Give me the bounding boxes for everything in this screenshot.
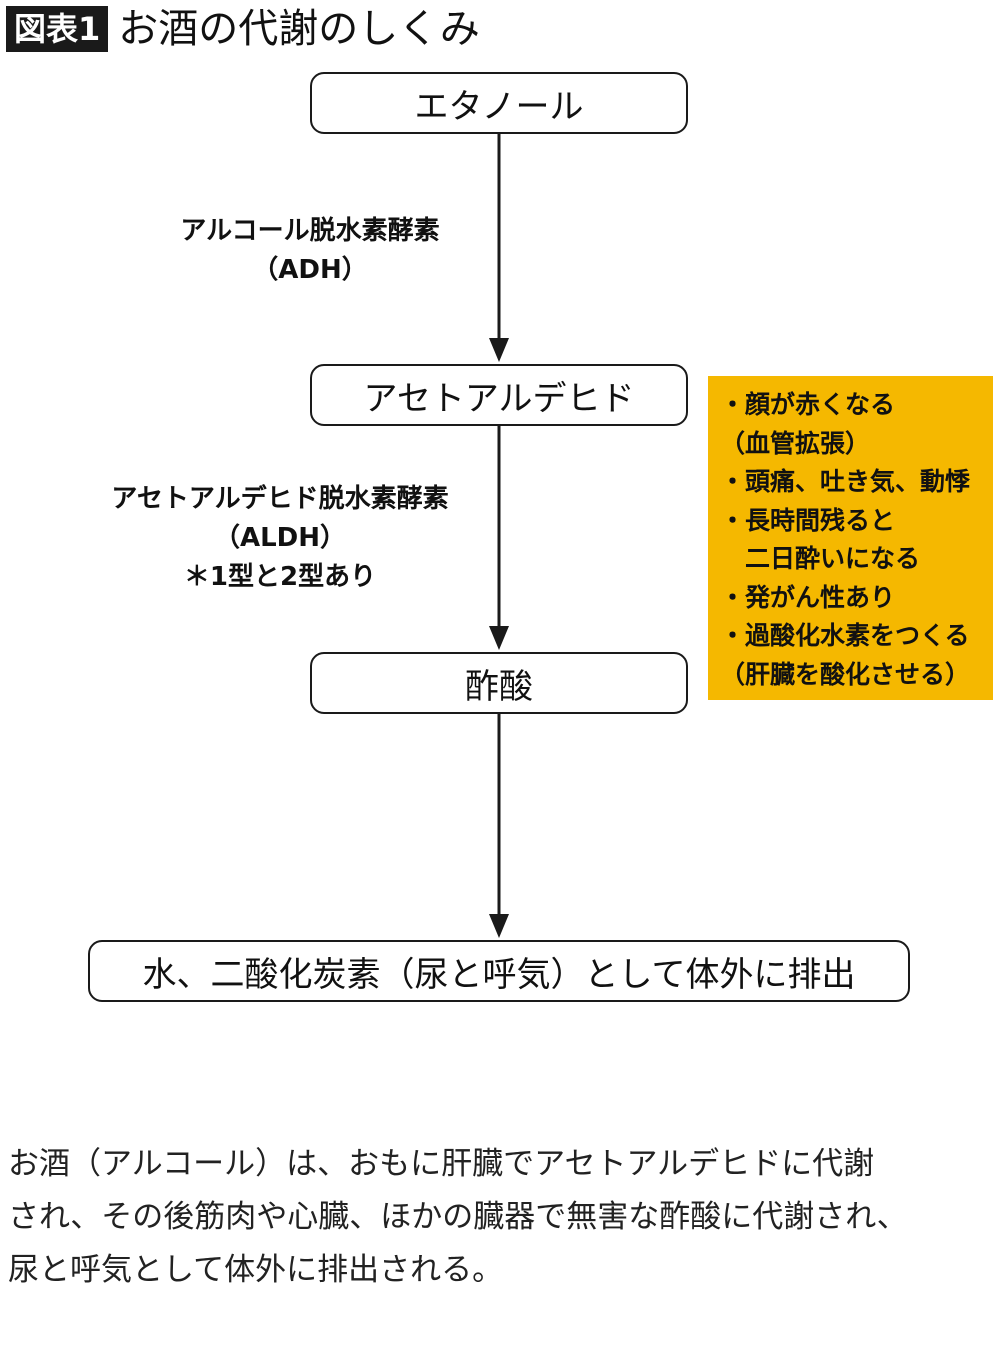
node-ethanol: エタノール [310,72,688,134]
effect-line: 二日酔いになる [720,544,921,573]
caption-line: され、その後筋肉や心臓、ほかの臓器で無害な酢酸に代謝され、 [8,1199,908,1235]
effect-line: ・過酸化水素をつくる [720,621,970,650]
enzyme-adh-abbr: （ADH） [252,255,368,285]
arrow-acetaldehyde-to-acetic-acid [489,426,509,650]
arrow-ethanol-to-acetaldehyde [489,134,509,362]
enzyme-aldh-label: アセトアルデヒド脱水素酵素 （ALDH） ＊1型と2型あり [90,480,470,597]
effect-line: （肝臓を酸化させる） [720,659,971,689]
enzyme-adh-name: アルコール脱水素酵素 [180,216,440,246]
node-acetic-acid-label: 酢酸 [465,666,533,707]
node-excretion-label: 水、二酸化炭素（尿と呼気）として体外に排出 [142,954,856,995]
enzyme-adh-label: アルコール脱水素酵素 （ADH） [150,212,470,290]
effect-line: ・顔が赤くなる [720,390,896,419]
enzyme-aldh-note: ＊1型と2型あり [183,562,377,592]
effect-line: ・頭痛、吐き気、動悸 [720,467,971,496]
acetaldehyde-effects-box: ・顔が赤くなる （血管拡張） ・頭痛、吐き気、動悸 ・長時間残ると 二日酔いにな… [708,376,993,700]
caption: お酒（アルコール）は、おもに肝臓でアセトアルデヒドに代謝 され、その後筋肉や心臓… [8,1138,998,1297]
node-ethanol-label: エタノール [414,86,584,127]
figure-badge: 図表1 [6,6,109,52]
arrow-acetic-acid-to-excretion [489,714,509,938]
figure-header: 図表1 お酒の代謝のしくみ [6,4,480,54]
enzyme-aldh-name: アセトアルデヒド脱水素酵素 [111,484,449,514]
effect-line: ・長時間残ると [720,505,896,535]
node-excretion: 水、二酸化炭素（尿と呼気）として体外に排出 [88,940,910,1002]
node-acetaldehyde-label: アセトアルデヒド [363,378,635,419]
effect-line: （血管拡張） [720,428,871,458]
node-acetaldehyde: アセトアルデヒド [310,364,688,426]
caption-line: お酒（アルコール）は、おもに肝臓でアセトアルデヒドに代謝 [8,1146,875,1182]
effect-line: ・発がん性あり [720,582,896,612]
node-acetic-acid: 酢酸 [310,652,688,714]
caption-line: 尿と呼気として体外に排出される。 [8,1252,504,1288]
figure-title: お酒の代謝のしくみ [118,6,480,52]
enzyme-aldh-abbr: （ALDH） [213,523,347,553]
